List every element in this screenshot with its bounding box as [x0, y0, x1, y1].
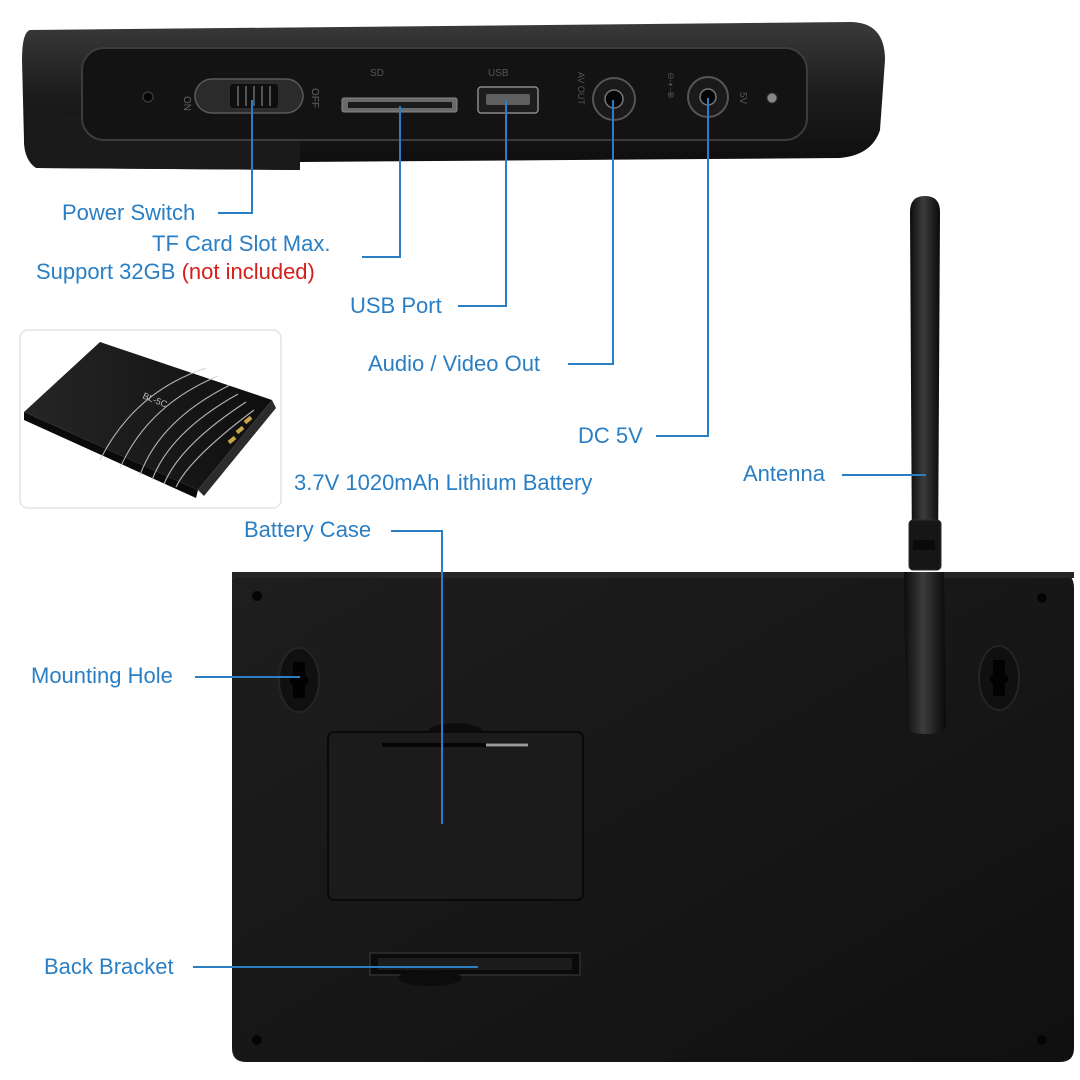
- antenna: [904, 196, 946, 734]
- battery-case: [327, 723, 584, 901]
- back-panel: [232, 572, 1074, 1062]
- off-marking: OFF: [309, 88, 320, 108]
- power-switch: [194, 78, 304, 114]
- battery-image: BL-5C: [19, 329, 282, 509]
- usb-line-h: [458, 305, 507, 307]
- mounting-hole-label: Mounting Hole: [31, 663, 173, 688]
- dc-line-v: [707, 98, 709, 437]
- av-out-label: Audio / Video Out: [368, 351, 541, 376]
- top-edge-view: ON OFF SD USB AV OUT ⊖-◐-⊕ 5V: [22, 22, 885, 170]
- tf-card-note: (not included): [181, 259, 315, 284]
- dc-5v-label: DC 5V: [578, 423, 643, 448]
- mounting-hole-left: [278, 647, 320, 713]
- screw-icon: [766, 92, 778, 104]
- polarity-marking: ⊖-◐-⊕: [666, 72, 676, 99]
- tf-card-line-h: [362, 256, 401, 258]
- av-line-h: [568, 363, 614, 365]
- mounting-hole-right: [978, 645, 1020, 711]
- power-switch-line-v: [251, 100, 253, 214]
- on-marking: ON: [181, 96, 192, 111]
- usb-marking: USB: [488, 68, 509, 79]
- back-bracket-line: [193, 966, 478, 968]
- battery-case-line-h: [391, 530, 443, 532]
- power-switch-line-h: [218, 212, 253, 214]
- tf-card-label-line2: Support 32GB (not included): [36, 261, 315, 283]
- usb-port-label: USB Port: [350, 293, 442, 318]
- antenna-line: [842, 474, 926, 476]
- tf-card-label-line1: TF Card Slot Max.: [152, 231, 331, 256]
- sd-marking: SD: [370, 68, 384, 79]
- power-switch-label: Power Switch: [62, 200, 196, 225]
- mounting-hole-line: [195, 676, 300, 678]
- battery-label: 3.7V 1020mAh Lithium Battery: [294, 470, 593, 495]
- av-line-v: [612, 100, 614, 365]
- indicator-dot-icon: [142, 91, 154, 103]
- battery-case-label: Battery Case: [244, 517, 372, 542]
- av-marking: AV OUT: [576, 72, 586, 105]
- dc-marking: 5V: [737, 92, 748, 105]
- back-bracket-label: Back Bracket: [44, 954, 174, 979]
- battery-case-line-v: [441, 530, 443, 824]
- tf-card-line-v: [399, 106, 401, 258]
- tf-card-capacity: Support 32GB: [36, 259, 176, 284]
- dc-line-h: [656, 435, 709, 437]
- usb-line-v: [505, 100, 507, 307]
- antenna-label: Antenna: [743, 461, 825, 486]
